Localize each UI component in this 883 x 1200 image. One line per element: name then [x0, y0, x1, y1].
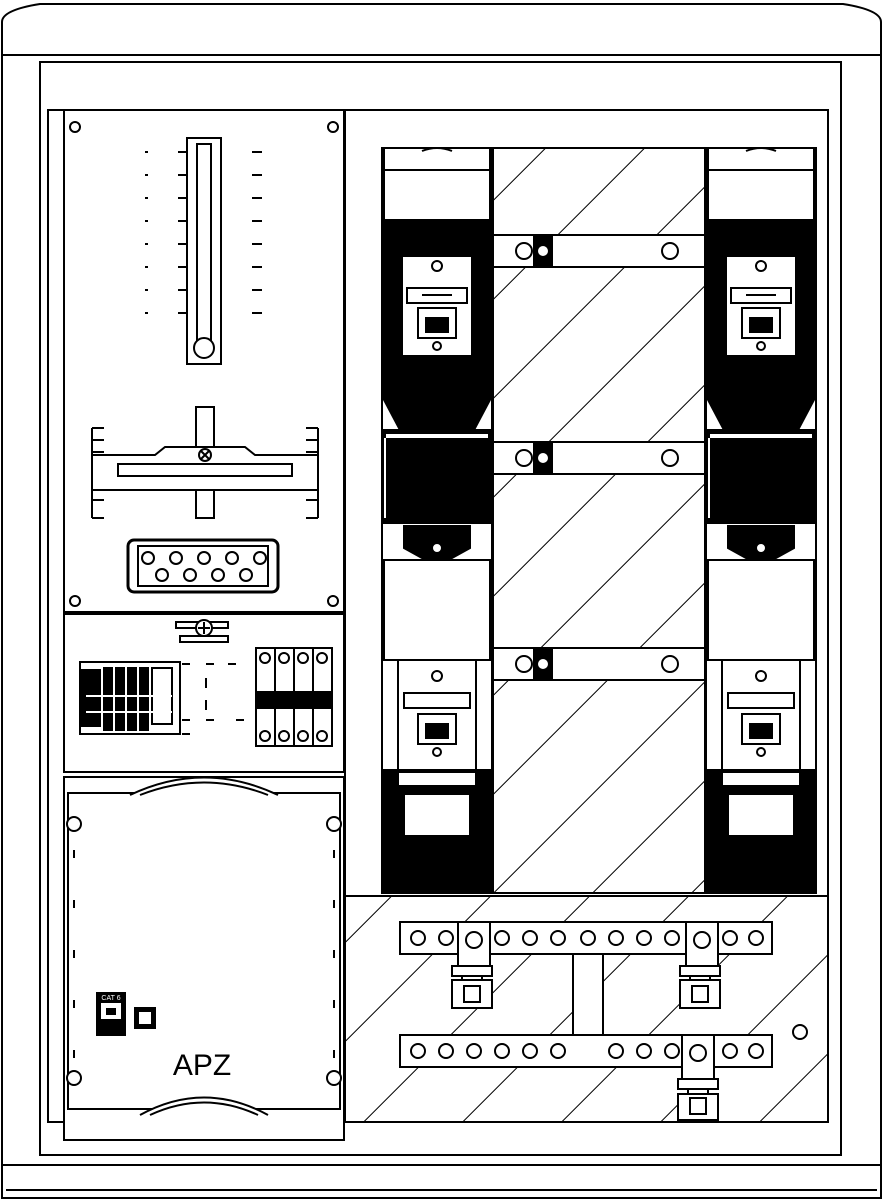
- meter-mounting-rail: [145, 137, 262, 365]
- bottom-busbar-area: [344, 895, 829, 1123]
- socket-label: CAT 6: [101, 995, 120, 1002]
- circuit-breakers: [255, 647, 333, 747]
- breaker-panel: [63, 613, 345, 778]
- meter-terminal-block: [126, 538, 280, 594]
- busbar-l2: [492, 441, 706, 475]
- meter-panel: [63, 109, 345, 613]
- apz-label: APZ: [173, 1049, 231, 1082]
- fuse-switch-1: [381, 147, 493, 894]
- fuse-switch-2: [705, 147, 817, 894]
- busbar-l3: [492, 647, 706, 681]
- terminal-clamps: [79, 661, 181, 735]
- network-socket: CAT 6: [96, 992, 126, 1036]
- pen-busbar-bottom: [399, 1034, 773, 1080]
- meter-carrier: [91, 406, 319, 519]
- apz-module: CAT 6 APZ: [63, 776, 345, 1141]
- busbar-l1: [492, 234, 706, 268]
